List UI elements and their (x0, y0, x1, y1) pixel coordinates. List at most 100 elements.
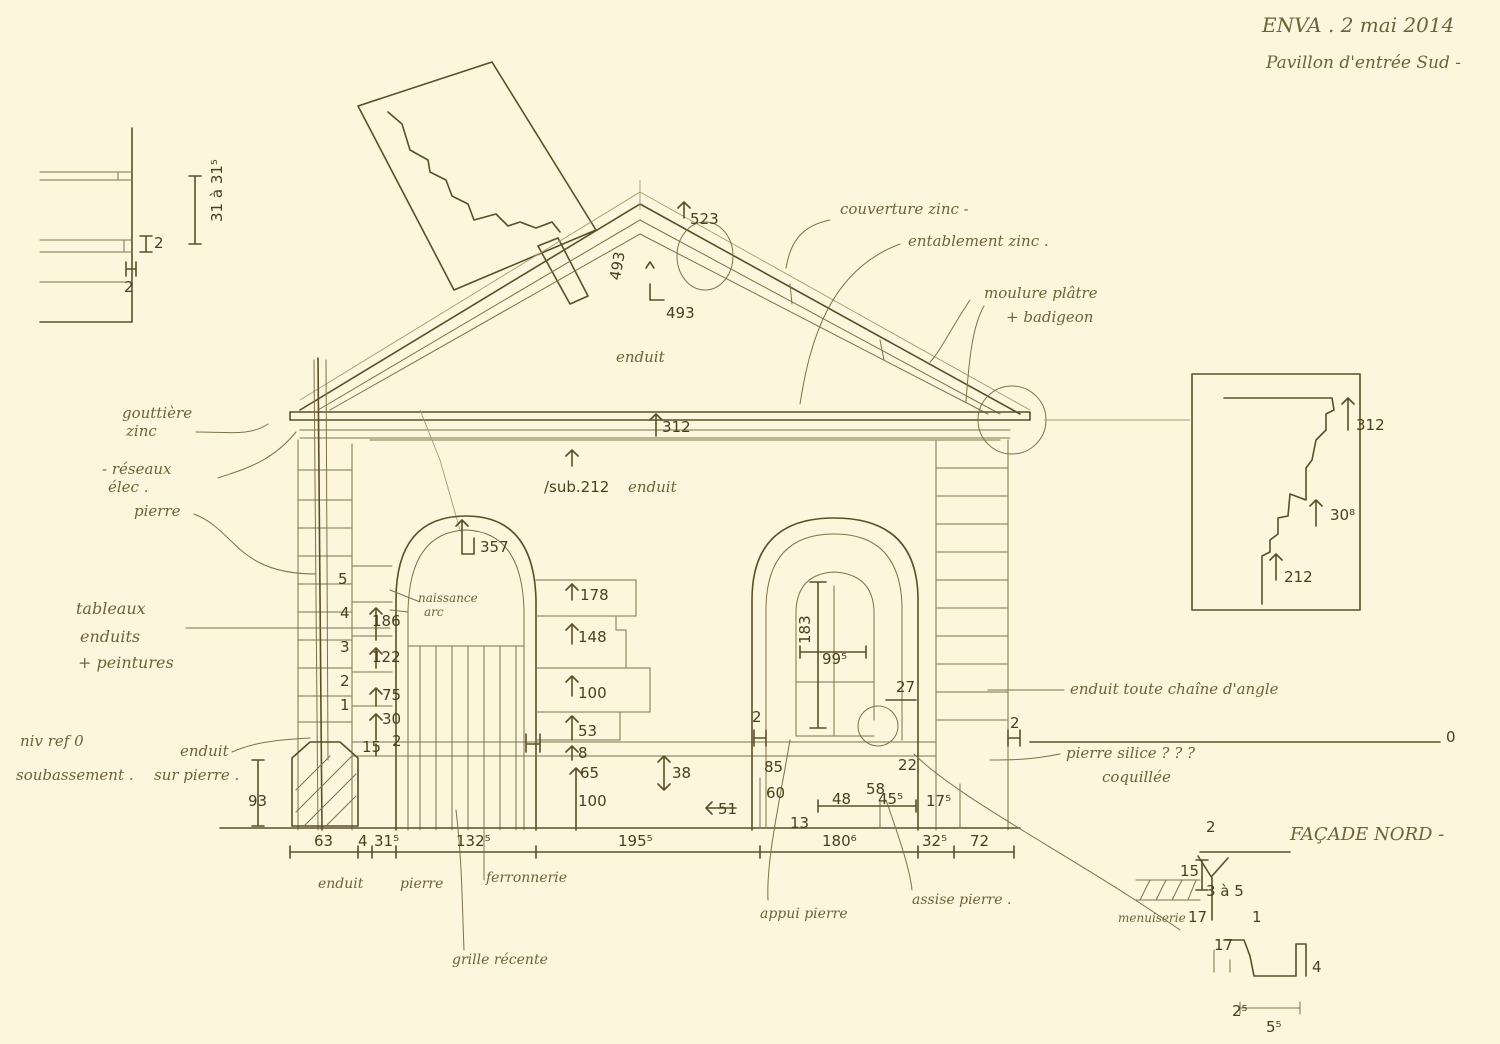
dim-2b: 2 (124, 278, 134, 296)
cornice (289, 385, 1190, 831)
note-soubassement: soubassement . (16, 766, 134, 784)
dim-15: 15 (362, 738, 381, 756)
zero-mark: 0 (1446, 728, 1456, 746)
note-pierre-left: pierre (134, 502, 181, 520)
masonry-number-4: 4 (340, 604, 350, 622)
dim-93: 93 (248, 792, 267, 810)
note-tableaux-1: tableaux (76, 599, 146, 618)
note-tableaux-2: enduits (80, 627, 140, 646)
left-pier-courses (297, 357, 393, 831)
stone-blocks-center (535, 579, 651, 741)
dim-183: 183 (796, 615, 814, 644)
dim-308: 30⁸ (1330, 506, 1355, 524)
note-grille: grille récente (452, 952, 548, 968)
dim-2f: 2 (1206, 818, 1216, 836)
note-pierre-silice-1: pierre silice ? ? ? (1066, 744, 1196, 762)
dim-25: 2⁵ (1232, 1002, 1248, 1020)
dim-22: 22 (898, 756, 917, 774)
masonry-number-3: 3 (340, 638, 350, 656)
leader-lines (185, 219, 1181, 951)
header-line2: Pavillon d'entrée Sud - (1265, 53, 1461, 73)
dim-51: 51 (718, 800, 737, 818)
dim-315: 31⁵ (374, 832, 399, 850)
dim-60: 60 (766, 784, 785, 802)
dim-325: 32⁵ (922, 832, 947, 850)
note-enduit-frieze: enduit (628, 478, 678, 496)
dim-2d: 2 (752, 708, 762, 726)
note-gouttiere-2: zinc (125, 422, 157, 440)
dim-455: 45⁵ (878, 790, 903, 808)
dim-15b: 15 (1180, 862, 1199, 880)
dim-17b: 17 (1214, 936, 1233, 954)
dim-175: 17⁵ (926, 792, 951, 810)
dim-38: 38 (672, 764, 691, 782)
dim-312: 312 (662, 418, 691, 436)
dim-2c: 2 (392, 732, 402, 750)
dim-100a: 100 (578, 684, 607, 702)
note-enduit-pediment: enduit (616, 348, 666, 366)
dim-493b: 493 (666, 304, 695, 322)
dim-53: 53 (578, 722, 597, 740)
masonry-number-5: 5 (338, 570, 348, 588)
note-entablement: entablement zinc . (908, 232, 1049, 250)
dim-72: 72 (970, 832, 989, 850)
dim-17: 17 (1188, 908, 1207, 926)
dim-1806: 180⁶ (822, 832, 857, 850)
bottom-dimension-chain (251, 759, 1015, 859)
dim-148: 148 (578, 628, 607, 646)
note-pierre-silice-2: coquillée (1102, 768, 1171, 786)
dim-85: 85 (764, 758, 783, 776)
note-enduit-bottom: enduit (318, 876, 364, 892)
section-title: FAÇADE NORD - (1289, 824, 1444, 845)
dim-63: 63 (314, 832, 333, 850)
hatched-base (291, 741, 359, 827)
dim-1955: 195⁵ (618, 832, 653, 850)
note-gouttiere-1: gouttière (122, 404, 192, 422)
pediment (299, 180, 1031, 415)
dim-4b: 4 (1312, 958, 1322, 976)
note-enduit-chaine: enduit toute chaîne d'angle (1070, 680, 1279, 698)
dim-13: 13 (790, 814, 809, 832)
detail-bottom-right (1135, 851, 1307, 1015)
dim-995: 99⁵ (822, 650, 847, 668)
note-naissance-2: arc (424, 605, 444, 619)
note-assise: assise pierre . (912, 892, 1011, 908)
note-appui: appui pierre (760, 906, 848, 922)
note-niv-ref: niv ref 0 (20, 732, 84, 750)
note-ferronnerie: ferronnerie (485, 870, 567, 886)
note-reseaux-1: - réseaux (102, 460, 172, 478)
dim-30: 30 (382, 710, 401, 728)
profile-detail-tilted (357, 61, 597, 305)
window-arch (751, 517, 961, 831)
dim-178: 178 (580, 586, 609, 604)
note-menuiserie: menuiserie (1118, 911, 1186, 925)
dim-2e: 2 (1010, 714, 1020, 732)
dim-1325: 132⁵ (456, 832, 491, 850)
dim-357: 357 (480, 538, 509, 556)
dim-493: 493 (606, 250, 629, 281)
dim-212-right: 212 (1284, 568, 1313, 586)
height-arrows (369, 201, 1355, 891)
dim-523: 523 (690, 210, 719, 228)
note-moulure-2: + badigeon (1006, 308, 1093, 326)
note-naissance-1: naissance (418, 591, 478, 605)
plinth: 0 (219, 728, 1456, 829)
dim-122: 122 (372, 648, 401, 666)
detail-top-left: 31 à 31⁵ 2 2 (39, 127, 226, 323)
note-enduit-pierre-2: sur pierre . (154, 766, 239, 784)
dim-sub212: /sub.212 (544, 478, 609, 496)
dim-100b: 100 (578, 792, 607, 810)
dim-4: 4 (358, 832, 368, 850)
note-pierre-bottom: pierre (400, 876, 443, 892)
dim-58: 58 (866, 780, 885, 798)
dim-3a5: 3 à 5 (1206, 882, 1244, 900)
dim-186: 186 (372, 612, 401, 630)
doorway-arch (395, 515, 537, 831)
note-tableaux-3: + peintures (78, 653, 174, 672)
right-pier-courses (935, 467, 1009, 721)
dim-55: 5⁵ (1266, 1018, 1282, 1036)
note-couverture: couverture zinc - (840, 200, 969, 218)
note-enduit-pierre-1: enduit (180, 742, 230, 760)
dim-2a: 2 (154, 234, 164, 252)
dim-8: 8 (578, 744, 588, 762)
